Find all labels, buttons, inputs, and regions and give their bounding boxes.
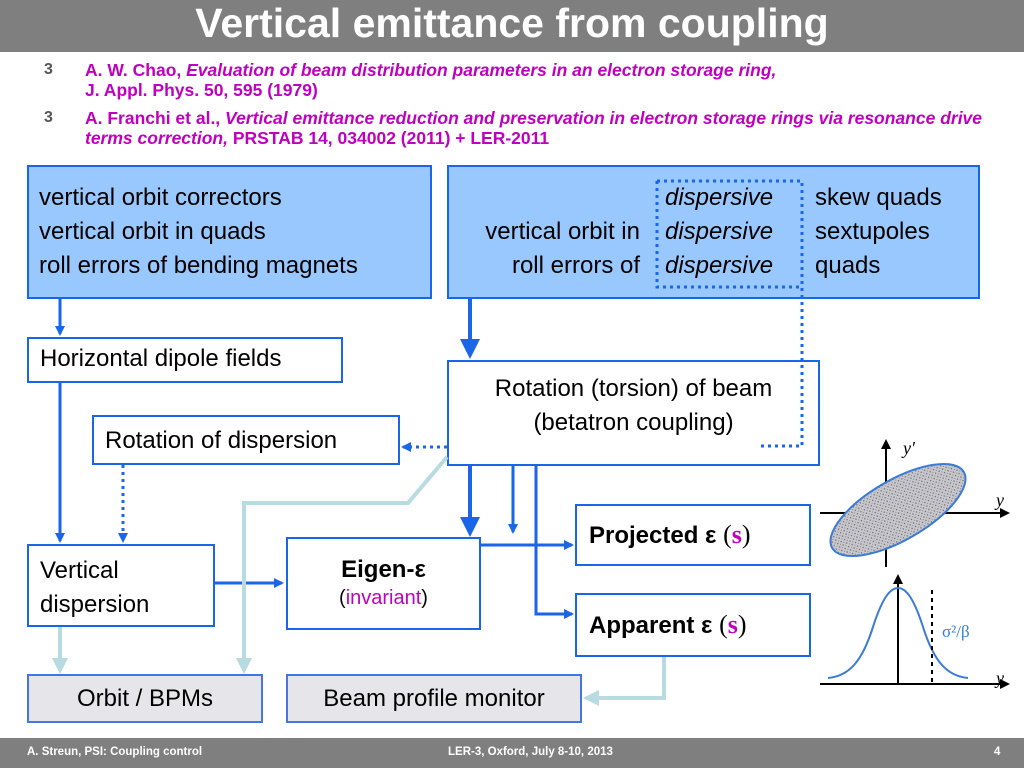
box-label: Rotation of dispersion xyxy=(105,427,338,454)
dispersive-label: dispersive xyxy=(665,218,774,245)
gaussian-curve xyxy=(827,586,969,679)
rotation-beam-box: Rotation (torsion) of beam (betatron cou… xyxy=(447,360,820,466)
bullet-icon: 3 xyxy=(44,61,53,78)
source-item: vertical orbit in xyxy=(485,218,640,245)
dispersive-label: dispersive xyxy=(665,252,774,279)
arrow-rotbeam-to-apparent xyxy=(534,466,574,619)
slide-title: Vertical emittance from coupling xyxy=(195,0,829,46)
source-item: sextupoles xyxy=(815,218,930,245)
box-label: Rotation (torsion) of beam xyxy=(494,375,773,402)
s-symbol: s xyxy=(731,520,742,549)
box-label: Vertical xyxy=(40,557,119,584)
dispersive-label: dispersive xyxy=(665,184,774,211)
footer-event: LER-3, Oxford, July 8-10, 2013 xyxy=(448,746,613,758)
apparent-emittance-box: Apparent ε (s) xyxy=(575,593,811,657)
page-number: 4 xyxy=(994,746,1001,758)
eigen-note: (invariant) xyxy=(339,587,428,609)
box-label: Beam profile monitor xyxy=(323,685,545,712)
source-item: vertical orbit in quads xyxy=(39,218,266,245)
reference-title: Evaluation of beam distribution paramete… xyxy=(186,60,777,80)
reference-authors: A. Franchi et al., xyxy=(85,108,226,128)
profile-graph: σ²/β y xyxy=(820,574,1010,689)
beam-profile-monitor-box: Beam profile monitor xyxy=(286,674,582,723)
source-box-right: vertical orbit in roll errors of dispers… xyxy=(447,165,980,299)
vertical-dispersion-box: Vertical dispersion xyxy=(27,544,215,627)
eigen-label: Eigen-ε xyxy=(341,556,426,583)
dispersive-dotted-frame xyxy=(655,179,804,448)
projected-emittance-box: Projected ε (s) xyxy=(575,504,811,566)
box-label: (betatron coupling) xyxy=(533,409,734,436)
projected-label: Projected ε xyxy=(589,522,717,549)
source-item: roll errors of bending magnets xyxy=(39,252,358,279)
footer-bar: A. Streun, PSI: Coupling control LER-3, … xyxy=(0,738,1024,768)
box-label: Horizontal dipole fields xyxy=(40,345,282,372)
phase-space-graph: y′ y xyxy=(820,438,1010,567)
beam-ellipse xyxy=(829,462,967,558)
y-axis-label: y xyxy=(994,490,1004,510)
reference-authors: A. W. Chao, xyxy=(85,60,187,80)
apparent-label: Apparent ε xyxy=(589,612,713,639)
title-bar: Vertical emittance from coupling xyxy=(0,0,1024,52)
source-item: vertical orbit correctors xyxy=(39,184,282,211)
source-column-magnets: skew quads sextupoles quads xyxy=(815,181,942,283)
arrow-apparent-to-profile xyxy=(583,657,666,706)
bullet-icon: 3 xyxy=(44,109,53,126)
reference-journal: PRSTAB 14, 034002 (2011) + LER-2011 xyxy=(227,128,550,148)
sigma-beta-label: σ²/β xyxy=(942,622,970,641)
footer-author: A. Streun, PSI: Coupling control xyxy=(27,746,203,758)
reference-journal: J. Appl. Phys. 50, 595 (1979) xyxy=(85,80,318,100)
orbit-bpms-box: Orbit / BPMs xyxy=(27,674,263,723)
source-item: roll errors of xyxy=(511,252,640,279)
source-item: quads xyxy=(815,252,881,279)
s-symbol: s xyxy=(727,610,738,639)
y-axis-label: y xyxy=(994,668,1004,688)
source-item: skew quads xyxy=(815,184,942,211)
source-box-left: vertical orbit correctors vertical orbit… xyxy=(27,165,432,299)
box-label: Orbit / BPMs xyxy=(76,685,214,712)
source-column-orbit: vertical orbit in roll errors of xyxy=(485,181,640,283)
source-column-dispersive: dispersive dispersive dispersive xyxy=(665,181,773,283)
horizontal-dipole-box: Horizontal dipole fields xyxy=(27,337,343,383)
box-label: dispersion xyxy=(40,591,150,618)
arrow-rotbeam-to-orbit xyxy=(236,455,449,674)
yprime-axis-label: y′ xyxy=(901,438,916,458)
rotation-dispersion-box: Rotation of dispersion xyxy=(92,415,400,465)
reference-title: Vertical emittance reduction and preserv… xyxy=(85,108,983,148)
eigen-emittance-box: Eigen-ε (invariant) xyxy=(286,537,481,630)
